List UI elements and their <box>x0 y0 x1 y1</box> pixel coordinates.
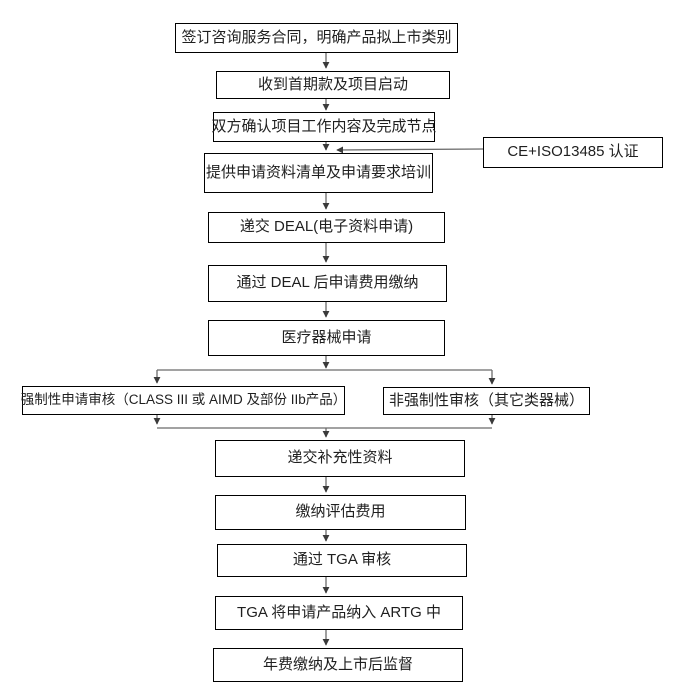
node-initial-payment: 收到首期款及项目启动 <box>216 71 450 99</box>
node-mandatory-audit: 强制性申请审核（CLASS III 或 AIMD 及部份 IIb产品） <box>20 386 347 415</box>
node-sign-contract-label: 签订咨询服务合同，明确产品拟上市类别 <box>181 28 452 46</box>
node-tga-review: 通过 TGA 审核 <box>217 544 467 577</box>
node-device-application: 医疗器械申请 <box>208 320 445 356</box>
node-supplementary-docs: 递交补充性资料 <box>215 440 465 477</box>
node-non-mandatory-audit-label: 非强制性审核（其它类器械） <box>388 391 584 409</box>
node-tga-review-label: 通过 TGA 审核 <box>292 551 392 569</box>
connector-ceiso-to-checklist <box>336 146 484 154</box>
node-device-application-label: 医疗器械申请 <box>281 328 372 346</box>
node-ce-iso13485-label: CE+ISO13485 认证 <box>507 143 639 161</box>
node-sign-contract: 签订咨询服务合同，明确产品拟上市类别 <box>175 23 458 53</box>
node-annual-fee-label: 年费缴纳及上市后监督 <box>262 655 413 673</box>
node-ce-iso13485: CE+ISO13485 认证 <box>483 137 663 168</box>
node-artg-inclusion-label: TGA 将申请产品纳入 ARTG 中 <box>237 603 441 621</box>
node-provide-checklist: 提供申请资料清单及申请要求培训 <box>204 153 433 193</box>
node-supplementary-docs-label: 递交补充性资料 <box>287 449 393 467</box>
node-deal-fee: 通过 DEAL 后申请费用缴纳 <box>208 265 447 302</box>
node-assessment-fee-label: 缴纳评估费用 <box>295 503 386 521</box>
node-deal-fee-label: 通过 DEAL 后申请费用缴纳 <box>236 274 419 292</box>
node-submit-deal: 递交 DEAL(电子资料申请) <box>208 212 445 243</box>
node-mandatory-audit-label: 强制性申请审核（CLASS III 或 AIMD 及部份 IIb产品） <box>20 392 347 408</box>
node-confirm-scope: 双方确认项目工作内容及完成节点 <box>211 112 437 142</box>
node-assessment-fee: 缴纳评估费用 <box>215 495 466 530</box>
node-submit-deal-label: 递交 DEAL(电子资料申请) <box>239 218 414 236</box>
node-artg-inclusion: TGA 将申请产品纳入 ARTG 中 <box>215 596 463 630</box>
node-confirm-scope-label: 双方确认项目工作内容及完成节点 <box>211 117 437 135</box>
node-provide-checklist-label: 提供申请资料清单及申请要求培训 <box>205 163 431 181</box>
node-non-mandatory-audit: 非强制性审核（其它类器械） <box>383 387 590 415</box>
node-annual-fee: 年费缴纳及上市后监督 <box>213 648 463 682</box>
node-initial-payment-label: 收到首期款及项目启动 <box>257 75 408 93</box>
